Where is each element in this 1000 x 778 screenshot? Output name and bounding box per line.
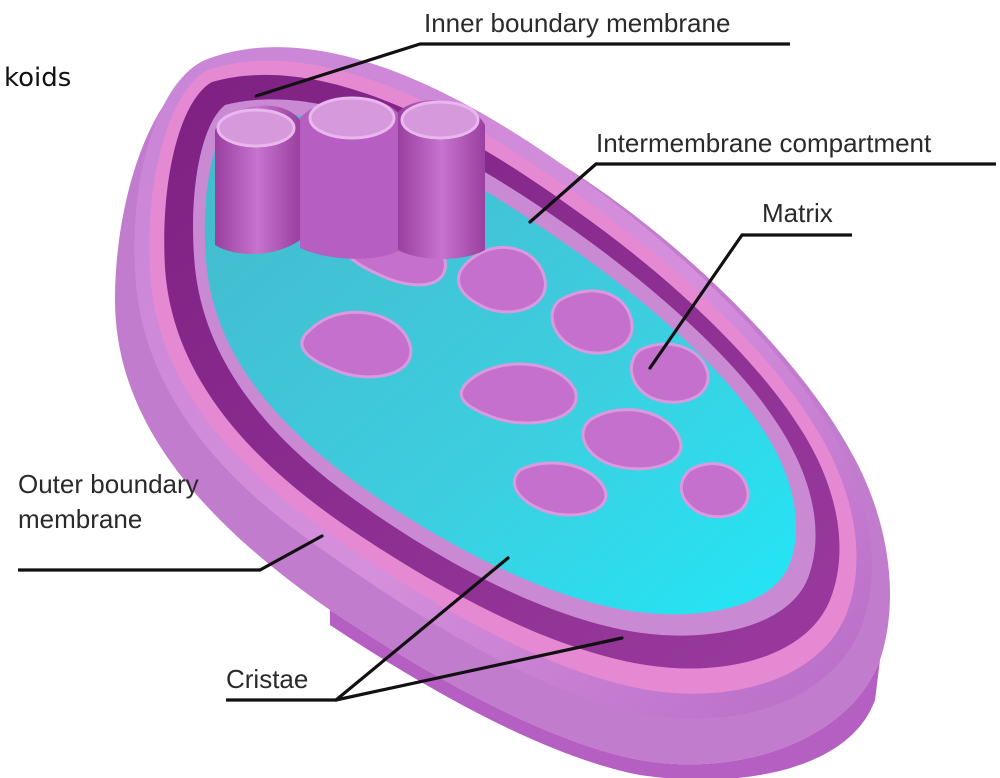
label-intermembrane-compartment: Intermembrane compartment <box>596 128 932 158</box>
label-inner-boundary-membrane: Inner boundary membrane <box>424 8 730 38</box>
label-outer-boundary-line2: membrane <box>18 504 142 534</box>
cut-cristae <box>215 98 485 259</box>
cropped-label: koids <box>4 63 71 93</box>
label-matrix: Matrix <box>762 198 833 228</box>
label-outer-boundary-line1: Outer boundary <box>18 469 199 499</box>
label-cristae: Cristae <box>226 664 308 694</box>
